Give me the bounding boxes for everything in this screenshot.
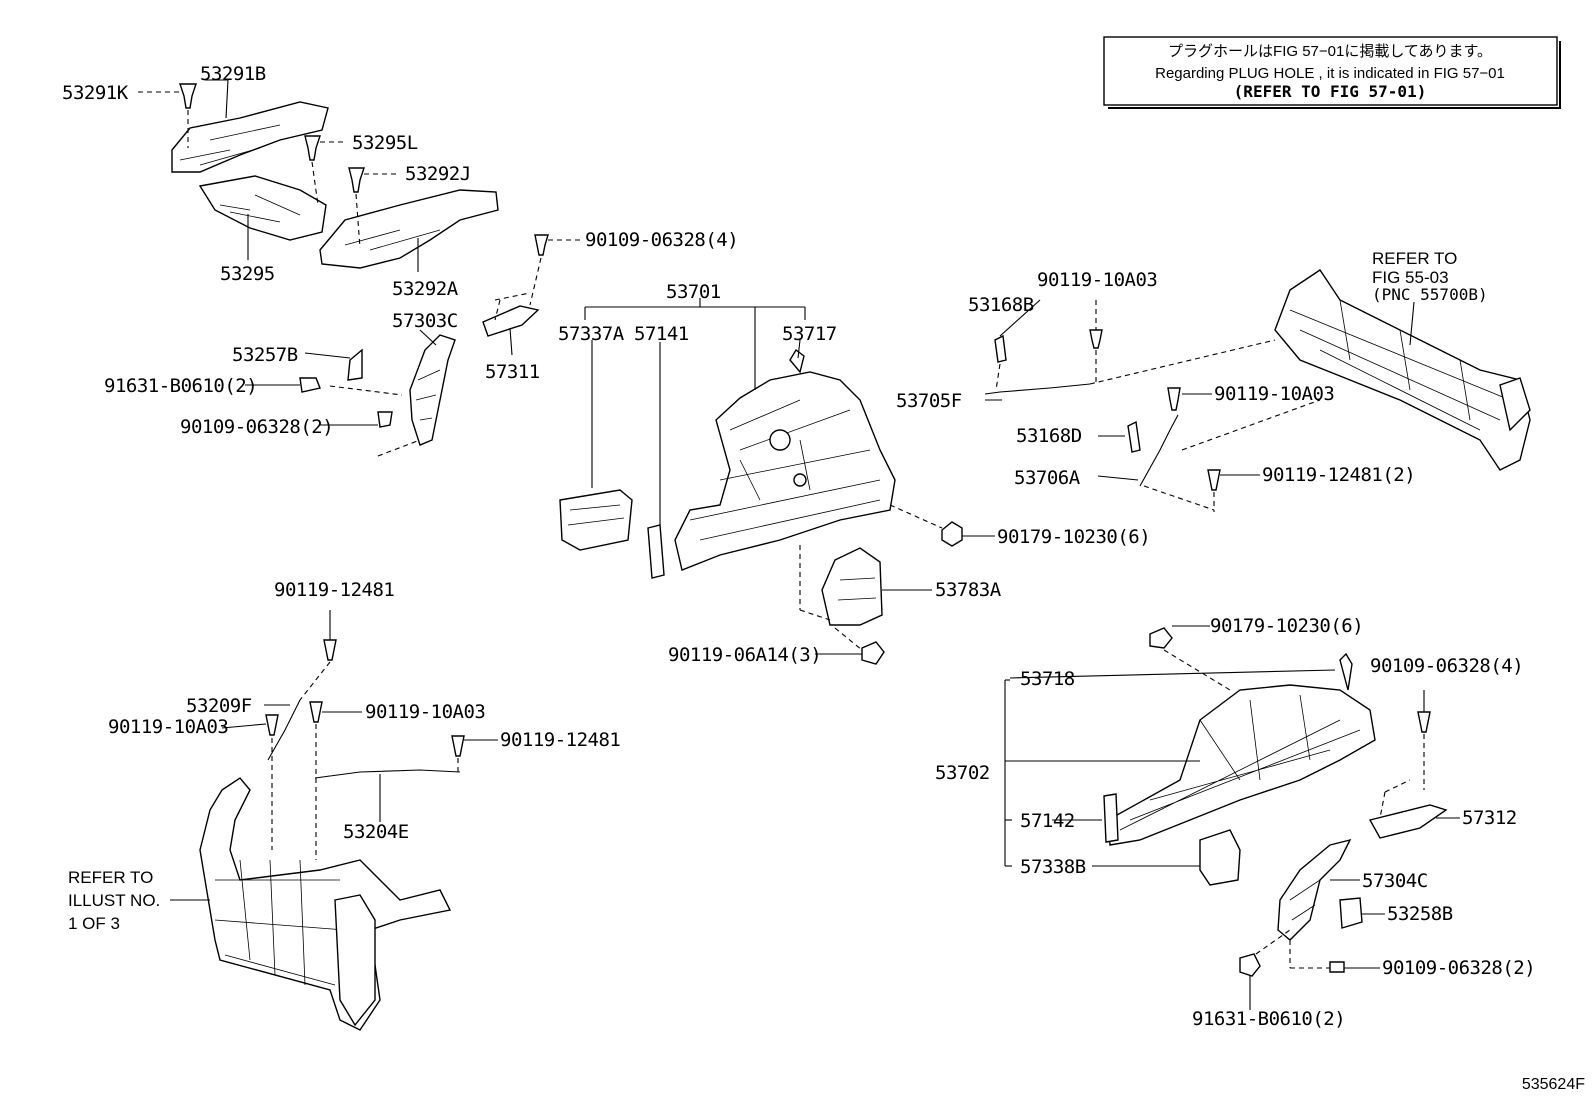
label-53783A: 53783A bbox=[935, 579, 1002, 601]
label-53701: 53701 bbox=[666, 281, 721, 303]
refer-left-line-1: REFER TO bbox=[68, 868, 153, 887]
label-53292A: 53292A bbox=[392, 278, 459, 300]
hood-cover-group bbox=[138, 79, 499, 272]
label-53717: 53717 bbox=[782, 323, 837, 345]
label-57312: 57312 bbox=[1462, 807, 1517, 829]
label-53706A: 53706A bbox=[1014, 467, 1081, 489]
label-57337A: 57337A bbox=[558, 323, 625, 345]
side-member-53701-group bbox=[559, 298, 995, 579]
label-90109-06328-4b: 90109-06328(4) bbox=[1370, 655, 1523, 677]
label-90119-12481-b: 90119-12481 bbox=[500, 729, 620, 751]
label-91631-B0610-2b: 91631-B0610(2) bbox=[1192, 1008, 1345, 1030]
refer-right-line-1: REFER TO bbox=[1372, 249, 1457, 268]
label-57142: 57142 bbox=[1020, 810, 1075, 832]
label-90179-10230-6b: 90179-10230(6) bbox=[1210, 615, 1363, 637]
refer-right-line-3: (PNC 55700B) bbox=[1372, 285, 1488, 304]
refer-left-line-2: ILLUST NO. bbox=[68, 891, 160, 910]
label-53168B: 53168B bbox=[968, 294, 1034, 316]
label-90119-10A03-d: 90119-10A03 bbox=[108, 716, 228, 738]
label-90119-12481-a: 90119-12481 bbox=[274, 579, 394, 601]
label-90119-10A03-b: 90119-10A03 bbox=[1214, 383, 1334, 405]
label-90119-06A14-3: 90119-06A14(3) bbox=[668, 644, 821, 666]
label-53295: 53295 bbox=[220, 263, 275, 285]
label-53168D: 53168D bbox=[1016, 425, 1082, 447]
refer-left-line-3: 1 OF 3 bbox=[68, 914, 120, 933]
label-90119-12481-2: 90119-12481(2) bbox=[1262, 464, 1415, 486]
label-53258B: 53258B bbox=[1387, 903, 1453, 925]
bracket-53783A-group bbox=[799, 545, 932, 665]
label-53204E: 53204E bbox=[343, 821, 409, 843]
label-53257B: 53257B bbox=[232, 344, 298, 366]
figure-code: 535624F bbox=[1522, 1076, 1585, 1093]
label-90109-06328-2a: 90109-06328(2) bbox=[180, 416, 333, 438]
bracket-57311-group bbox=[482, 234, 584, 356]
label-57311: 57311 bbox=[485, 361, 540, 383]
label-90109-06328-2b: 90109-06328(2) bbox=[1382, 957, 1535, 979]
label-53702: 53702 bbox=[935, 762, 990, 784]
label-53209F: 53209F bbox=[186, 695, 252, 717]
label-90119-10A03-a: 90119-10A03 bbox=[1037, 269, 1157, 291]
label-91631-B0610-2a: 91631-B0610(2) bbox=[104, 375, 257, 397]
side-member-53702-group bbox=[1004, 625, 1460, 1010]
note-box: プラグホールはFIG 57−01に掲載してあります。 Regarding PLU… bbox=[1103, 36, 1561, 109]
label-53291B: 53291B bbox=[200, 63, 266, 85]
label-90119-10A03-c: 90119-10A03 bbox=[365, 701, 485, 723]
label-90179-10230-6a: 90179-10230(6) bbox=[997, 526, 1150, 548]
cowl-panel-group bbox=[984, 269, 1531, 512]
refer-right-line-2: FIG 55-03 bbox=[1372, 268, 1449, 287]
label-57304C: 57304C bbox=[1362, 870, 1428, 892]
note-line-2: Regarding PLUG HOLE , it is indicated in… bbox=[1155, 65, 1505, 82]
label-53718: 53718 bbox=[1020, 668, 1075, 690]
label-53295L: 53295L bbox=[352, 132, 418, 154]
label-57338B: 57338B bbox=[1020, 856, 1086, 878]
note-line-1: プラグホールはFIG 57−01に掲載してあります。 bbox=[1168, 43, 1492, 60]
label-53705F: 53705F bbox=[896, 390, 962, 412]
label-53291K: 53291K bbox=[62, 82, 129, 104]
apron-bracket-group bbox=[245, 329, 456, 457]
label-53292J: 53292J bbox=[405, 163, 471, 185]
label-90109-06328-4a: 90109-06328(4) bbox=[585, 229, 738, 251]
label-57303C: 57303C bbox=[392, 310, 458, 332]
radiator-support-group bbox=[170, 610, 498, 1031]
note-line-3: (REFER TO FIG 57-01) bbox=[1234, 82, 1427, 101]
label-57141: 57141 bbox=[634, 323, 689, 345]
